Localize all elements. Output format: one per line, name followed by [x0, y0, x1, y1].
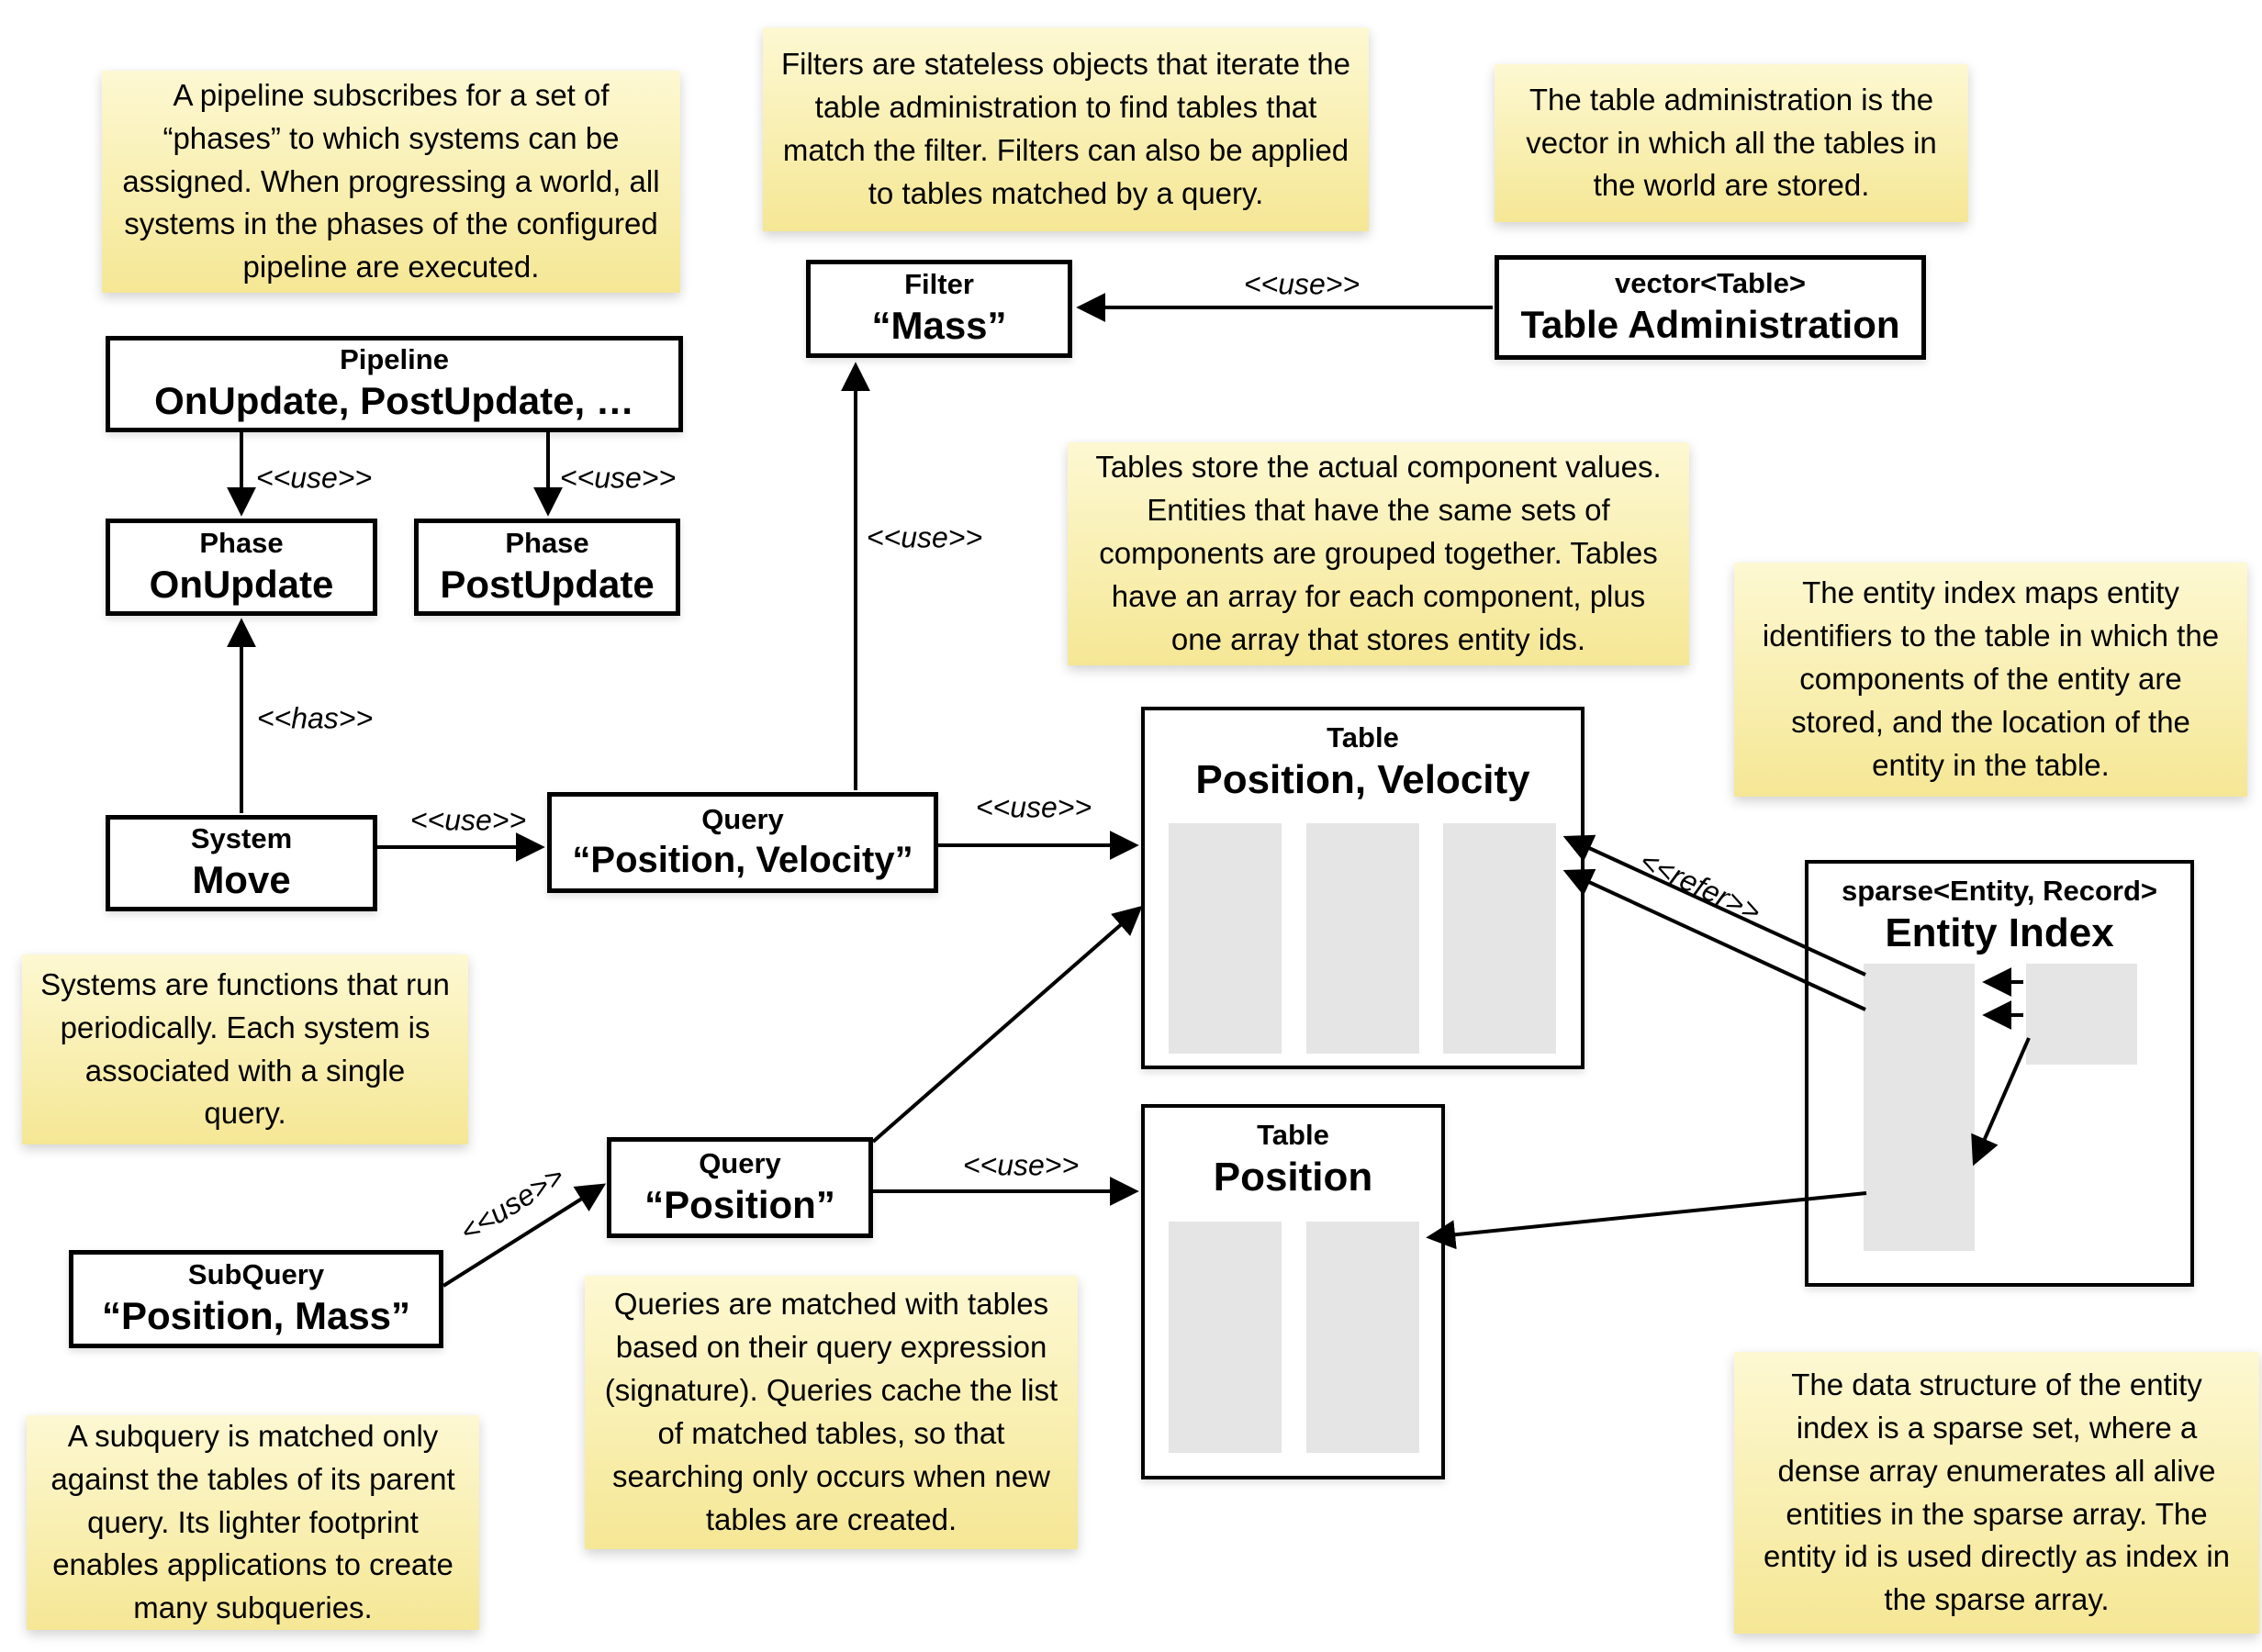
phase-onupdate-box-name: OnUpdate	[149, 562, 334, 606]
subquery-box-name: “Position, Mass”	[101, 1294, 411, 1338]
phase-postupdate-box: Phase PostUpdate	[414, 519, 680, 616]
label-has-system-phase: <<has>>	[256, 701, 374, 735]
table-administration-box: vector<Table> Table Administration	[1495, 255, 1926, 360]
entity-id-array	[1443, 823, 1556, 1054]
arrow-entityindex-to-tablep	[1426, 1191, 1867, 1250]
component-array-position	[1169, 1222, 1282, 1453]
note-subquery-text: A subquery is matched only against the t…	[50, 1418, 455, 1625]
subquery-box: SubQuery “Position, Mass”	[69, 1250, 443, 1348]
query-position-box-type: Query	[699, 1146, 781, 1179]
phase-postupdate-box-name: PostUpdate	[440, 562, 655, 606]
pipeline-box-name: OnUpdate, PostUpdate, …	[154, 379, 634, 423]
query-position-velocity-box: Query “Position, Velocity”	[547, 792, 938, 893]
label-use-pipeline-onupdate: <<use>>	[255, 461, 373, 495]
query-position-velocity-box-type: Query	[701, 803, 784, 836]
label-use-queryp-tablep: <<use>>	[962, 1148, 1080, 1182]
phase-postupdate-box-type: Phase	[505, 526, 589, 559]
subquery-box-type: SubQuery	[187, 1258, 325, 1291]
note-entity-index-text: The entity index maps entity identifiers…	[1762, 575, 2220, 782]
query-position-box: Query “Position”	[607, 1137, 873, 1238]
filter-box: Filter “Mass”	[806, 260, 1072, 358]
note-pipeline-text: A pipeline subscribes for a set of “phas…	[122, 77, 660, 285]
note-tables-text: Tables store the actual component values…	[1095, 450, 1662, 656]
phase-onupdate-box-type: Phase	[199, 526, 284, 559]
query-position-velocity-box-name: “Position, Velocity”	[572, 839, 913, 880]
arrow-queryp-to-tablepv	[871, 905, 1143, 1144]
note-entity-index: The entity index maps entity identifiers…	[1734, 563, 2247, 797]
table-position-velocity-box: Table Position, Velocity	[1141, 707, 1585, 1069]
note-sparse-set: The data structure of the entity index i…	[1734, 1352, 2259, 1634]
system-move-box-name: Move	[192, 858, 291, 902]
label-use-system-query: <<use>>	[409, 803, 527, 837]
note-filters: Filters are stateless objects that itera…	[763, 28, 1369, 231]
table-position-box-name: Position	[1213, 1154, 1373, 1200]
pipeline-box-type: Pipeline	[340, 343, 449, 376]
label-use-subquery-queryp: <<use>>	[454, 1158, 570, 1249]
entity-id-array	[1306, 1222, 1419, 1453]
component-array-position	[1169, 823, 1282, 1054]
sparse-array	[1864, 964, 1975, 1251]
note-systems-text: Systems are functions that run periodica…	[40, 966, 450, 1131]
note-queries: Queries are matched with tables based on…	[585, 1276, 1078, 1549]
label-use-querypv-tablepv: <<use>>	[975, 790, 1092, 824]
label-use-pipeline-postupdate: <<use>>	[559, 461, 677, 495]
table-position-velocity-box-name: Position, Velocity	[1195, 756, 1530, 802]
component-array-velocity	[1306, 823, 1419, 1054]
entity-index-box-type: sparse<Entity, Record>	[1841, 875, 2157, 907]
note-tables: Tables store the actual component values…	[1068, 442, 1689, 665]
dense-array	[2026, 964, 2137, 1065]
note-queries-text: Queries are matched with tables based on…	[604, 1287, 1058, 1536]
table-position-box: Table Position	[1141, 1104, 1445, 1479]
note-table-administration-text: The table administration is the vector i…	[1526, 82, 1937, 203]
note-filters-text: Filters are stateless objects that itera…	[781, 47, 1350, 210]
table-position-velocity-box-type: Table	[1327, 721, 1399, 753]
system-move-box: System Move	[106, 815, 377, 911]
label-use-tableadmin-filter: <<use>>	[1243, 267, 1361, 301]
entity-index-box-name: Entity Index	[1885, 910, 2114, 955]
query-position-box-name: “Position”	[644, 1182, 835, 1226]
note-systems: Systems are functions that run periodica…	[22, 954, 468, 1144]
table-administration-box-name: Table Administration	[1520, 302, 1900, 346]
pipeline-box: Pipeline OnUpdate, PostUpdate, …	[106, 336, 683, 432]
entity-index-box: sparse<Entity, Record> Entity Index	[1805, 860, 2194, 1287]
note-sparse-set-text: The data structure of the entity index i…	[1763, 1367, 2231, 1617]
phase-onupdate-box: Phase OnUpdate	[106, 519, 377, 616]
table-position-box-type: Table	[1257, 1119, 1329, 1151]
table-administration-box-type: vector<Table>	[1615, 266, 1806, 299]
note-pipeline: A pipeline subscribes for a set of “phas…	[102, 71, 680, 293]
note-subquery: A subquery is matched only against the t…	[27, 1415, 479, 1630]
system-move-box-type: System	[190, 822, 293, 855]
filter-box-type: Filter	[904, 268, 974, 301]
label-use-query-filter: <<use>>	[866, 520, 983, 554]
note-table-administration: The table administration is the vector i…	[1495, 64, 1968, 222]
label-refer-entityindex: <<refer>>	[1634, 843, 1766, 929]
filter-box-name: “Mass”	[871, 304, 1007, 348]
